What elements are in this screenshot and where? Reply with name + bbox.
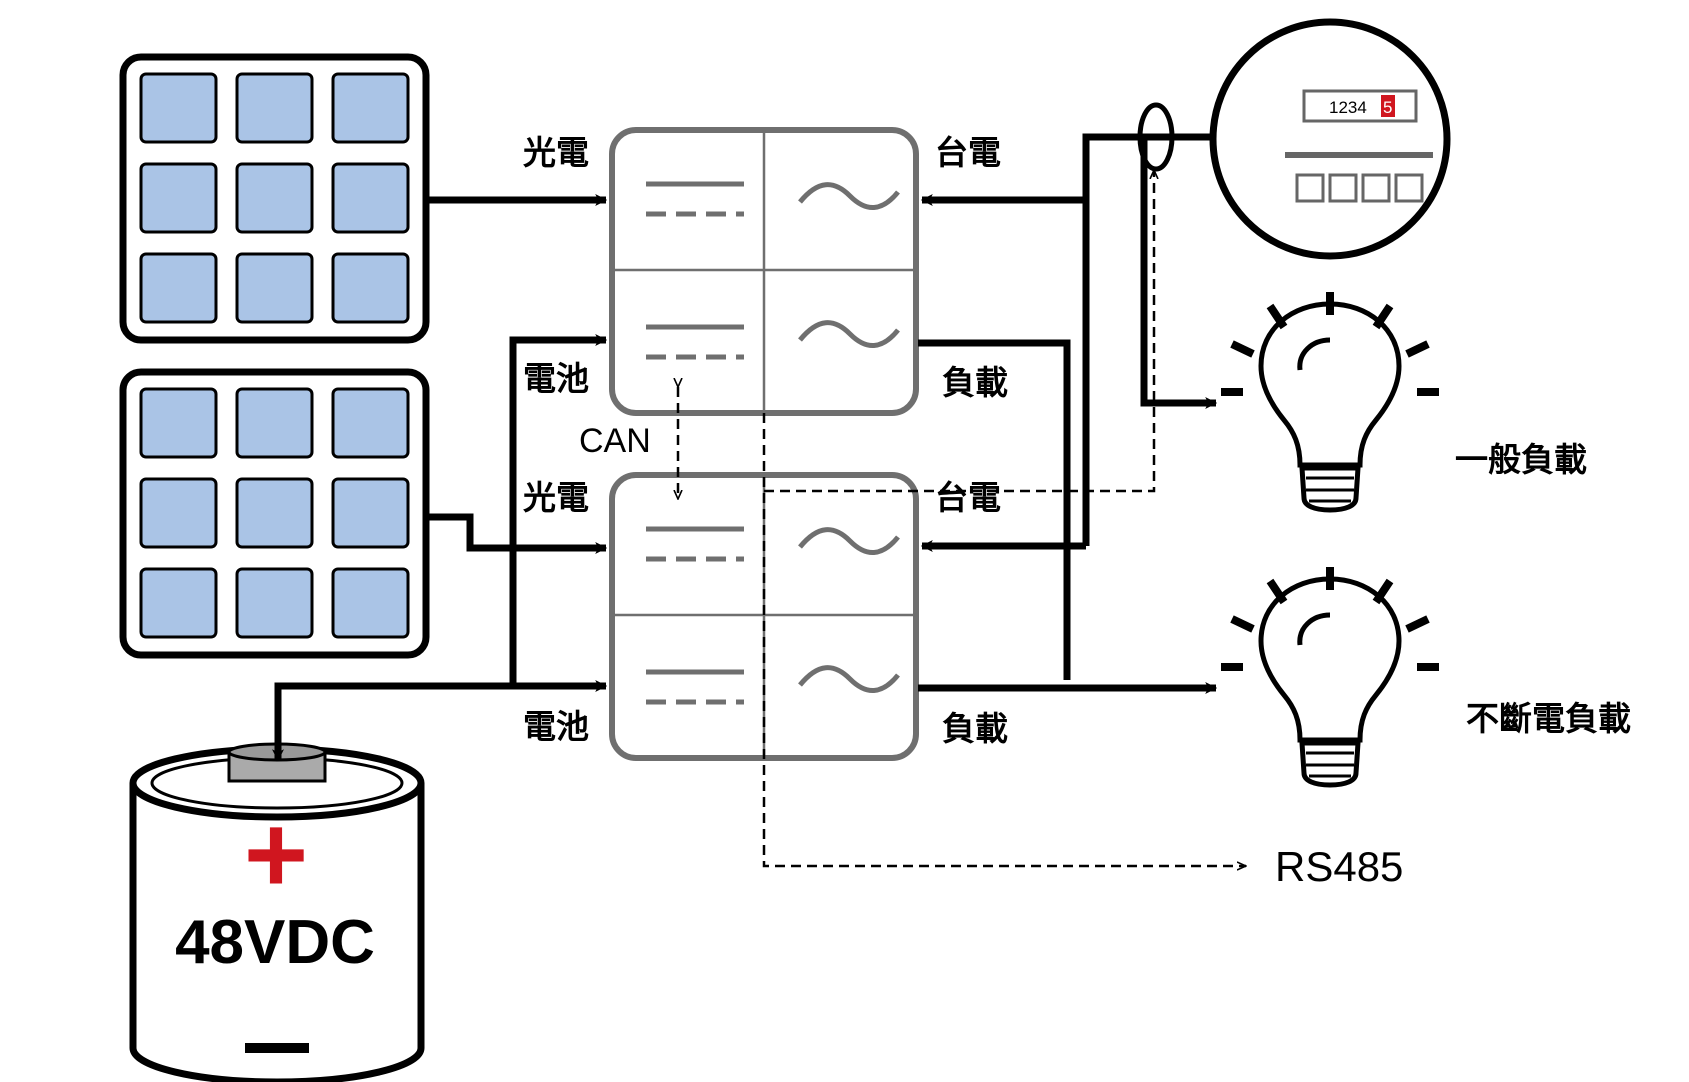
rs485-line bbox=[762, 413, 1246, 866]
inverter-icon bbox=[609, 472, 919, 761]
load-top-line bbox=[918, 339, 1071, 680]
energy-meter-icon bbox=[1209, 18, 1451, 260]
can-label: CAN bbox=[579, 422, 651, 460]
light-bulb-general bbox=[1221, 292, 1439, 513]
energy-meter: 1234 5 bbox=[1209, 18, 1451, 260]
inv-bottom-load-label: 負載 bbox=[942, 709, 1008, 748]
solar-panel-bottom bbox=[119, 368, 430, 659]
power-lines bbox=[272, 131, 1239, 762]
battery: + 48VDC bbox=[129, 742, 425, 1082]
battery-feed-line bbox=[272, 682, 513, 762]
solar-cells bbox=[139, 387, 410, 639]
grid-bus-vertical bbox=[1082, 131, 1239, 546]
inverter-top bbox=[609, 127, 919, 416]
inv-bottom-pv-label: 光電 bbox=[523, 478, 589, 517]
inv-top-grid-label: 台電 bbox=[935, 133, 1001, 172]
general-load-label: 一般負載 bbox=[1455, 440, 1587, 479]
inv-top-battery-label: 電池 bbox=[523, 359, 589, 398]
meter-last-digit: 5 bbox=[1383, 98, 1392, 117]
inverter-icon bbox=[609, 127, 919, 416]
light-bulb-icon bbox=[1221, 567, 1439, 788]
inv-bottom-battery-label: 電池 bbox=[523, 707, 589, 746]
ct-signal-line bbox=[764, 170, 1154, 493]
light-bulb-ups bbox=[1221, 567, 1439, 788]
comm-lines bbox=[678, 170, 1246, 866]
inv-top-load-label: 負載 bbox=[942, 363, 1008, 402]
inv-top-pv-label: 光電 bbox=[523, 133, 589, 172]
inverter-bottom bbox=[609, 472, 919, 761]
solar-cells bbox=[139, 72, 410, 324]
ups-load-label: 不斷電負載 bbox=[1466, 699, 1631, 738]
solar-panel-top bbox=[119, 53, 430, 344]
battery-voltage: 48VDC bbox=[175, 908, 375, 977]
meter-digits: 1234 bbox=[1329, 98, 1367, 117]
battery-bus-line bbox=[509, 334, 608, 686]
battery-positive-symbol: + bbox=[244, 793, 308, 916]
battery-negative-symbol bbox=[245, 1043, 309, 1053]
pv-bottom-line bbox=[429, 513, 608, 554]
rs485-label: RS485 bbox=[1275, 843, 1403, 890]
inv-bottom-grid-label: 台電 bbox=[935, 478, 1001, 517]
light-bulb-icon bbox=[1221, 292, 1439, 513]
grid-to-general-load bbox=[1140, 137, 1218, 409]
